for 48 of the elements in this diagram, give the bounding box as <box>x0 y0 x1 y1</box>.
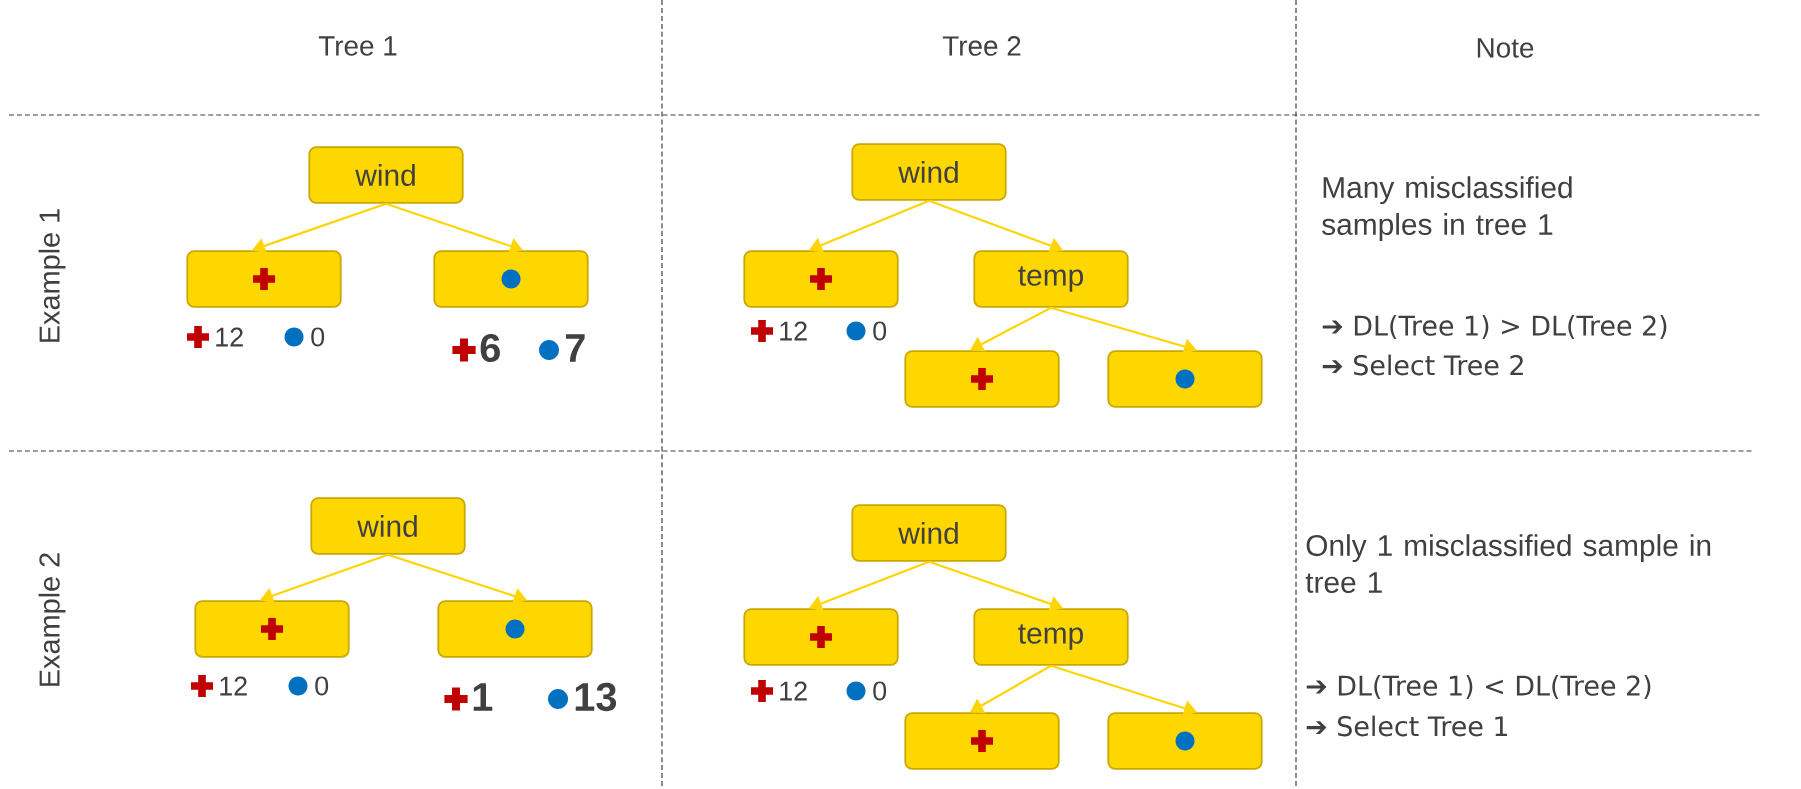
note-text: ➔ Select Tree 1 <box>1306 715 1508 737</box>
row-header: Example 2 <box>38 553 66 686</box>
arrow <box>928 560 1063 612</box>
leaf-box <box>433 250 589 308</box>
decision-box: temp <box>973 608 1129 666</box>
leaf-box <box>1107 712 1263 770</box>
row-header: Example 1 <box>38 209 66 342</box>
arrow <box>260 553 389 604</box>
note-text: Many misclassified samples in tree 1 <box>1322 176 1572 241</box>
arrow <box>970 306 1052 352</box>
count-label: 12 <box>780 321 807 341</box>
arrow <box>928 199 1063 254</box>
arrow <box>252 202 387 254</box>
count-label: 0 <box>311 327 325 347</box>
count-label: 12 <box>780 681 807 701</box>
count-label: 0 <box>873 681 887 701</box>
leaf-box <box>194 600 350 658</box>
decision-box: wind <box>851 504 1007 562</box>
decision-box: wind <box>308 146 464 204</box>
note-text: ➔ Select Tree 2 <box>1322 354 1523 376</box>
arrow <box>809 199 930 253</box>
count-label: 12 <box>220 676 247 696</box>
arrow <box>809 560 930 612</box>
decision-box: temp <box>973 250 1129 308</box>
leaf-box <box>743 608 899 666</box>
arrow <box>970 664 1052 713</box>
arrow <box>385 202 523 254</box>
count-label: 12 <box>216 327 243 347</box>
leaf-box <box>437 600 593 658</box>
count-label: 0 <box>873 321 887 341</box>
leaf-box <box>186 250 342 308</box>
leaf-box <box>904 712 1060 770</box>
note-text: Only 1 misclassified sample in tree 1 <box>1305 534 1711 593</box>
leaf-box <box>1107 350 1263 408</box>
note-text: ➔ DL(Tree 1) < DL(Tree 2) <box>1306 675 1651 699</box>
count-label: 13 <box>575 682 617 712</box>
leaf-box <box>743 250 899 308</box>
column-header: Tree 2 <box>942 36 1021 56</box>
note-text: ➔ DL(Tree 1) > DL(Tree 2) <box>1322 315 1667 339</box>
count-label: 7 <box>565 334 585 362</box>
decision-box: wind <box>310 497 466 555</box>
column-header: Note <box>1477 38 1534 58</box>
count-label: 6 <box>480 333 500 363</box>
count-label: 1 <box>473 683 493 711</box>
decision-box: wind <box>851 143 1007 201</box>
count-label: 0 <box>315 676 329 696</box>
column-header: Tree 1 <box>318 36 397 56</box>
leaf-box <box>904 350 1060 408</box>
